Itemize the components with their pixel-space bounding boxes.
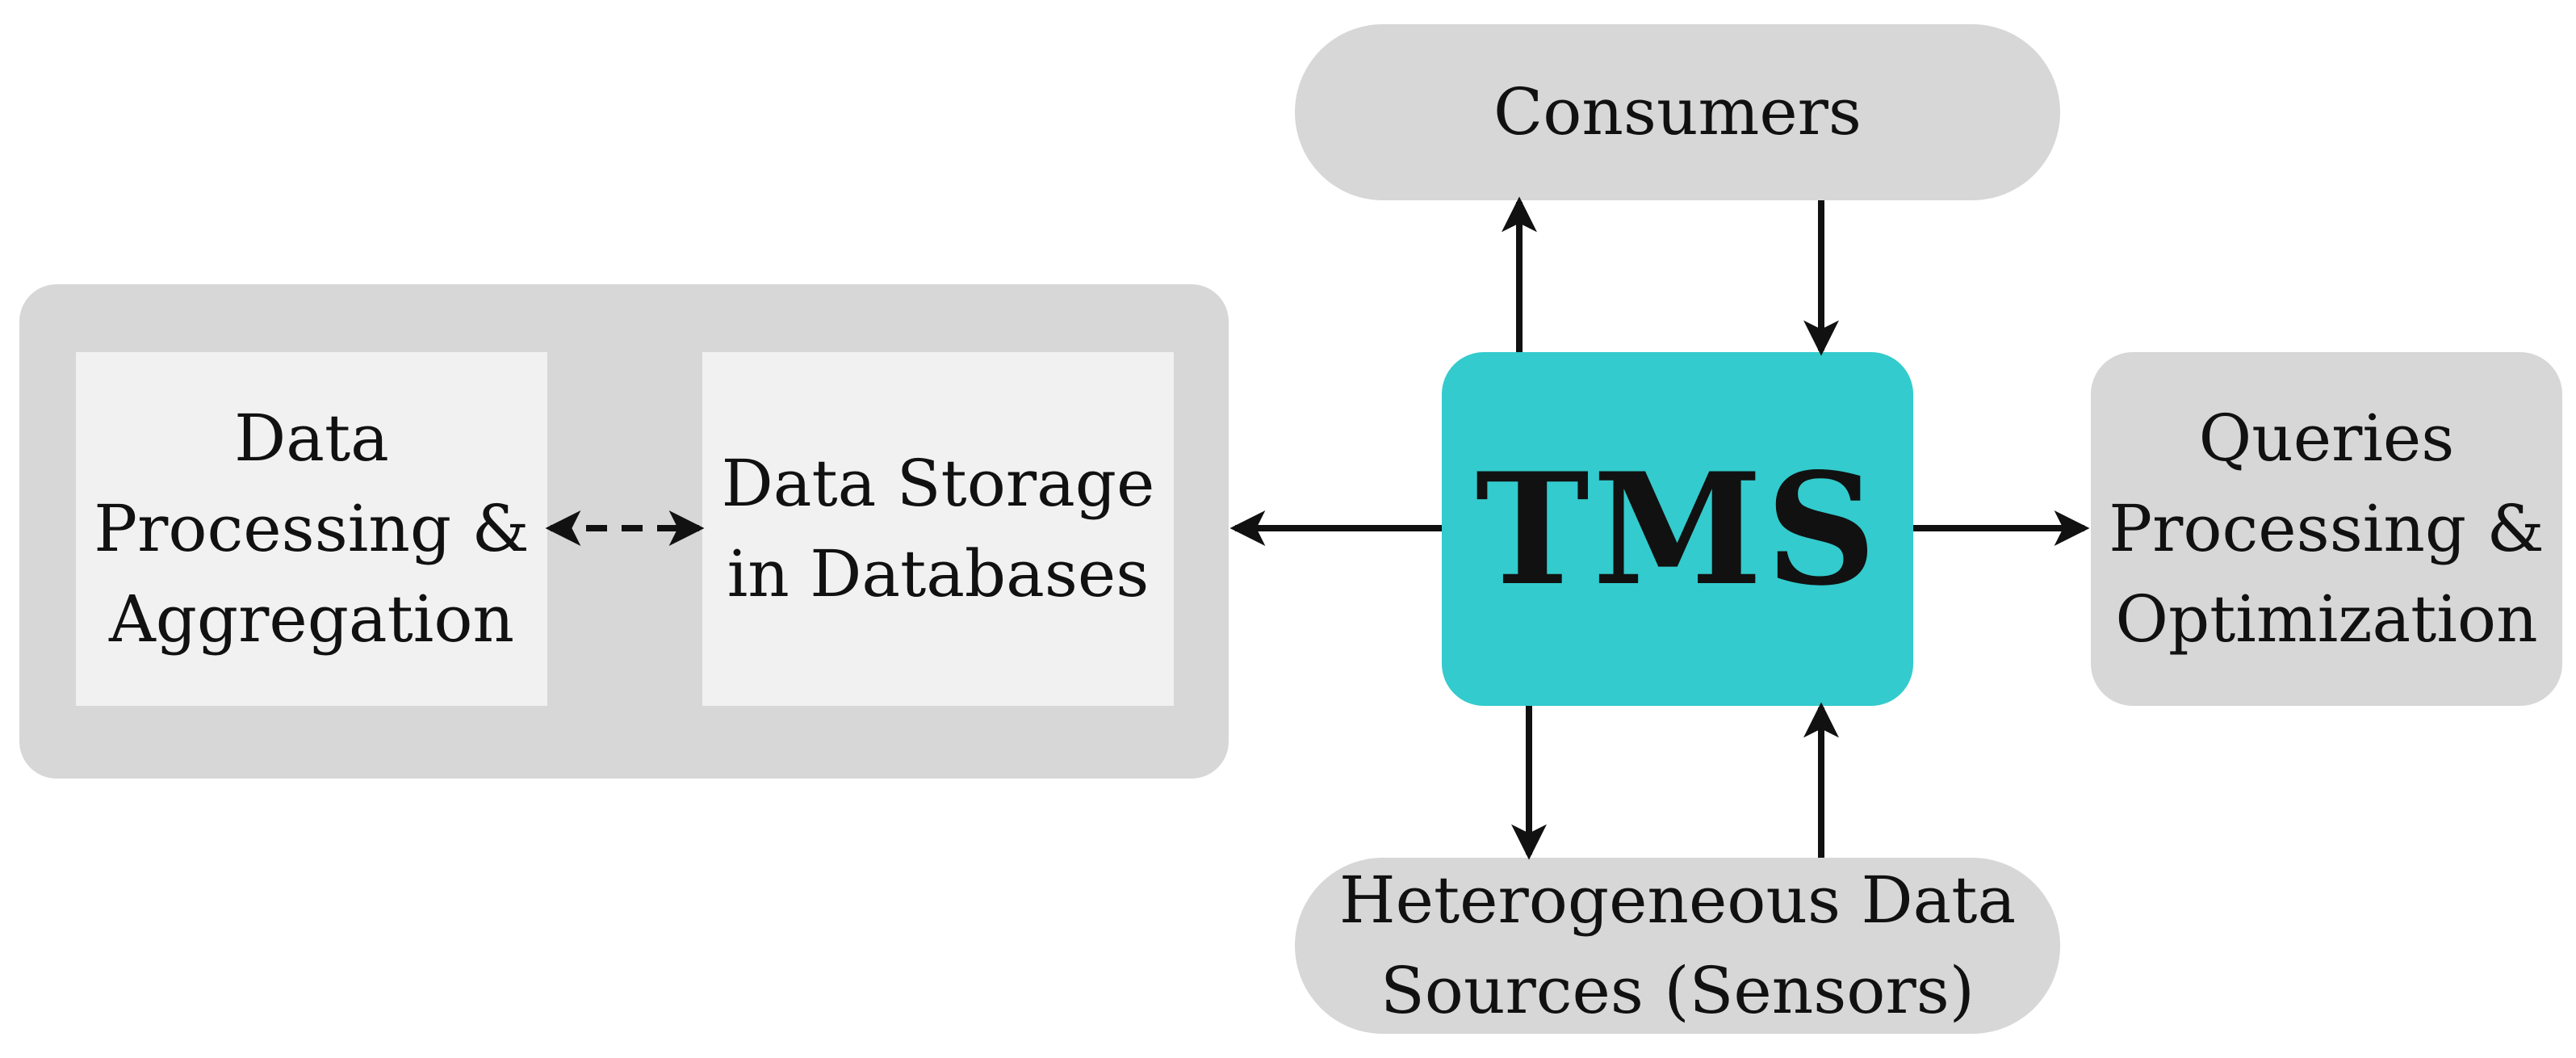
data-sources-node: Heterogeneous Data Sources (Sensors) <box>1295 858 2060 1034</box>
consumers-label: Consumers <box>1493 74 1862 149</box>
tms-node: TMS <box>1442 352 1913 706</box>
tms-label: TMS <box>1475 439 1880 619</box>
queries-label: Queries Processing & Optimization <box>2109 401 2545 657</box>
data-storage-label: Data Storage in Databases <box>721 446 1155 611</box>
consumers-node: Consumers <box>1295 24 2060 200</box>
data-processing-label: Data Processing & Aggregation <box>94 401 530 657</box>
data-processing-node: Data Processing & Aggregation <box>76 352 547 706</box>
queries-node: Queries Processing & Optimization <box>2091 352 2562 706</box>
data-storage-node: Data Storage in Databases <box>702 352 1174 706</box>
data-sources-label: Heterogeneous Data Sources (Sensors) <box>1338 863 2017 1028</box>
